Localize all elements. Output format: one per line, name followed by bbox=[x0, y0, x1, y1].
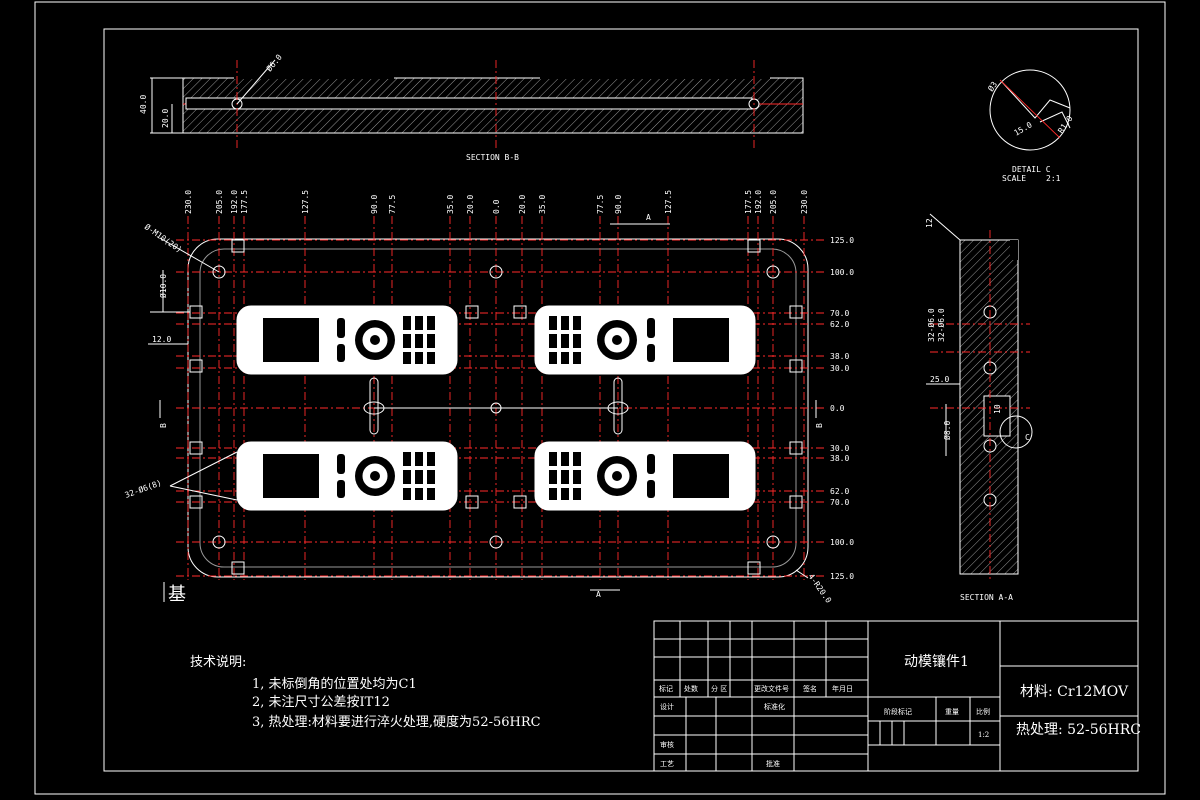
section-bb-view: 40.0 20.0 Ø6.0 SECTION B-B bbox=[139, 52, 804, 162]
top-dim-label: 35.0 bbox=[446, 195, 455, 214]
right-dim-label: 38.0 bbox=[830, 352, 849, 361]
detail-c-dim-1: Ø3 bbox=[985, 79, 999, 93]
cavity-top-right bbox=[534, 305, 756, 375]
right-dim-label: 125.0 bbox=[830, 236, 854, 245]
right-dim-label: 0.0 bbox=[830, 404, 845, 413]
top-dim-label: 77.5 bbox=[596, 195, 605, 214]
detail-c-dim-2: 15.0 bbox=[1013, 120, 1034, 138]
row-process: 工艺 bbox=[660, 760, 674, 768]
section-mark-a-top: A bbox=[646, 213, 651, 222]
top-dim-label: 20.0 bbox=[518, 195, 527, 214]
detail-c-label: DETAIL C bbox=[1012, 165, 1051, 174]
callout-32-d6: 32-Ø6(8) bbox=[123, 477, 163, 500]
inner-border bbox=[103, 28, 1139, 772]
tech-note-1: 1, 未标倒角的位置处均为C1 bbox=[252, 676, 417, 692]
top-dim-label: 205.0 bbox=[215, 190, 224, 214]
top-dim-label: 230.0 bbox=[184, 190, 193, 214]
stage-label: 阶段标记 bbox=[884, 707, 912, 716]
right-dim-label: 100.0 bbox=[830, 268, 854, 277]
right-dim-label: 62.0 bbox=[830, 320, 849, 329]
scale-value: 1:2 bbox=[978, 731, 989, 739]
header-zone: 分 区 bbox=[711, 684, 727, 693]
runner-system bbox=[363, 377, 629, 435]
std-label: 标准化 bbox=[764, 702, 785, 711]
aa-dim-d6-a: 32-Ø6.0 bbox=[926, 308, 936, 342]
header-signature: 签名 bbox=[803, 684, 817, 693]
title-heat-treatment: 热处理: 52-56HRC bbox=[1016, 722, 1141, 738]
section-mark-b-left: B bbox=[159, 423, 168, 428]
tech-notes: 技术说明: 1, 未标倒角的位置处均为C1 2, 未注尺寸公差按IT12 3, … bbox=[190, 655, 541, 730]
top-dim-label: 205.0 bbox=[769, 190, 778, 214]
top-dim-label: 127.5 bbox=[664, 190, 673, 214]
top-dim-label: 192.0 bbox=[230, 190, 239, 214]
title-material: 材料: Cr12MOV bbox=[1020, 684, 1129, 700]
top-dim-label: 0.0 bbox=[492, 199, 501, 214]
header-mark: 标记 bbox=[659, 684, 673, 693]
right-dim-label: 30.0 bbox=[830, 444, 849, 453]
top-dim-label: 127.5 bbox=[301, 190, 310, 214]
aa-dim-d8: Ø8.0 bbox=[942, 421, 952, 440]
top-dim-label: 77.5 bbox=[388, 195, 397, 214]
detail-c-dim-3: R1.0 bbox=[1056, 114, 1075, 135]
tech-note-2: 2, 未注尺寸公差按IT12 bbox=[252, 695, 390, 710]
section-aa-label: SECTION A-A bbox=[960, 593, 1013, 602]
bb-dim-20: 20.0 bbox=[161, 109, 170, 128]
top-dim-label: 20.0 bbox=[466, 195, 475, 214]
right-dim-label: 125.0 bbox=[830, 572, 854, 581]
top-dim-label: 35.0 bbox=[538, 195, 547, 214]
detail-c-view: Ø3 15.0 R1.0 DETAIL C SCALE 2:1 bbox=[985, 69, 1075, 183]
top-dim-label: 177.5 bbox=[240, 190, 249, 214]
outer-border bbox=[34, 1, 1166, 795]
aa-dim-d6-b: 32-Ø6.0 bbox=[936, 308, 946, 342]
datum-symbol: 基 bbox=[168, 584, 186, 605]
aa-dim-12: 12 bbox=[925, 218, 934, 228]
right-dim-label: 70.0 bbox=[830, 498, 849, 507]
bb-dim-40: 40.0 bbox=[139, 95, 148, 114]
cavity-top-left bbox=[236, 305, 458, 375]
callout-m10: Ø-M10(20) bbox=[143, 221, 184, 254]
top-dim-label: 90.0 bbox=[370, 195, 379, 214]
row-design: 设计 bbox=[660, 702, 674, 711]
title-block: 动模镶件1 材料: Cr12MOV 热处理: 52-56HRC 标记 处数 分 … bbox=[653, 620, 1141, 772]
right-dim-label: 38.0 bbox=[830, 454, 849, 463]
weight-label: 重量 bbox=[945, 708, 959, 716]
mounting-holes bbox=[189, 239, 803, 575]
header-date: 年月日 bbox=[832, 684, 853, 693]
section-aa-view: 12 32-Ø6.0 32-Ø6.0 25.0 Ø8.0 10 C SECTIO… bbox=[925, 213, 1033, 602]
right-dim-label: 30.0 bbox=[830, 364, 849, 373]
callout-12: 12.0 bbox=[152, 335, 171, 344]
top-dim-label: 192.0 bbox=[754, 190, 763, 214]
tech-notes-heading: 技术说明: bbox=[190, 655, 246, 670]
scale-label: 比例 bbox=[976, 707, 990, 716]
aa-dim-10: 10 bbox=[993, 404, 1002, 414]
right-dim-label: 70.0 bbox=[830, 309, 849, 318]
aa-dim-25: 25.0 bbox=[930, 375, 949, 384]
right-dim-label: 100.0 bbox=[830, 538, 854, 547]
bb-dim-hole: Ø6.0 bbox=[264, 52, 284, 73]
top-dim-label: 90.0 bbox=[614, 195, 623, 214]
section-mark-a-bottom: A bbox=[596, 590, 601, 599]
tech-note-3: 3, 热处理:材料要进行淬火处理,硬度为52-56HRC bbox=[252, 714, 541, 730]
top-dim-label: 177.5 bbox=[744, 190, 753, 214]
title-part-name: 动模镶件1 bbox=[904, 653, 969, 670]
cavity-bottom-left bbox=[236, 441, 458, 511]
top-dim-label: 230.0 bbox=[800, 190, 809, 214]
row-review: 审核 bbox=[660, 740, 674, 749]
section-mark-b-right: B bbox=[815, 423, 824, 428]
detail-c-scale-label: SCALE bbox=[1002, 174, 1026, 183]
approve-label: 批准 bbox=[766, 759, 780, 768]
section-bb-label: SECTION B-B bbox=[466, 153, 519, 162]
aa-detail-c-mark: C bbox=[1025, 433, 1030, 442]
right-dim-label: 62.0 bbox=[830, 487, 849, 496]
header-count: 处数 bbox=[684, 684, 698, 693]
cavity-bottom-right bbox=[534, 441, 756, 511]
header-change-doc: 更改文件号 bbox=[754, 684, 789, 693]
detail-c-scale-value: 2:1 bbox=[1046, 174, 1061, 183]
